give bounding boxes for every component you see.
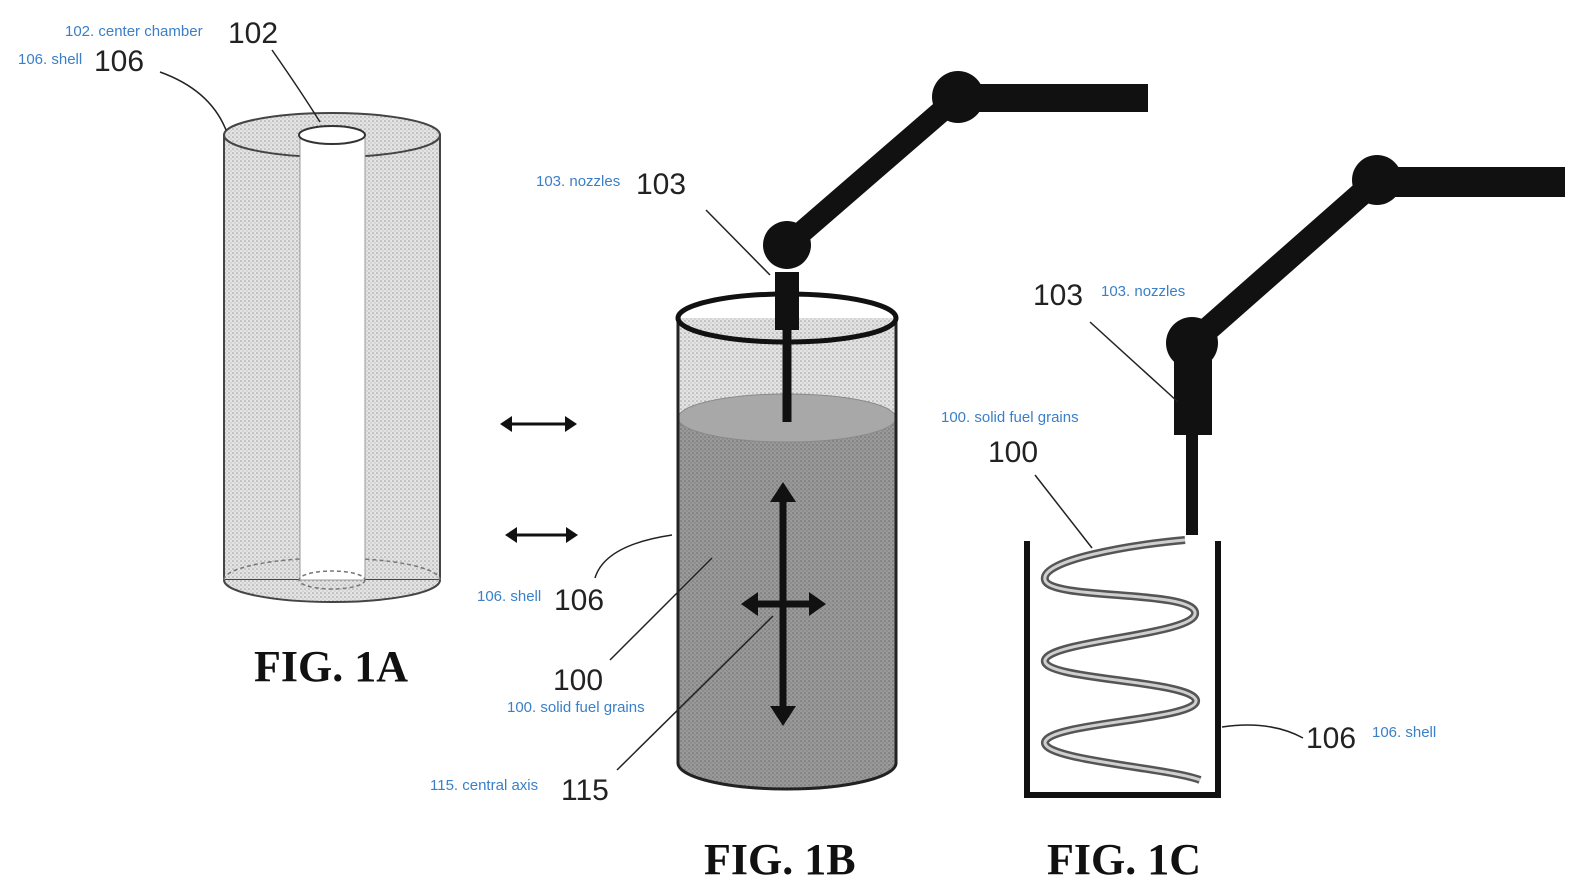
figure-caption-1a: FIG. 1A — [254, 642, 408, 691]
label-central-axis-1b: 115. central axis — [430, 777, 538, 794]
ref-100-1b: 100 — [553, 664, 603, 697]
label-center-chamber-1a: 102. center chamber — [65, 23, 203, 40]
ref-115-1b: 115 — [561, 774, 609, 807]
fig-1c-robot-arm — [1166, 155, 1565, 535]
label-nozzles-1b: 103. nozzles — [536, 173, 620, 190]
label-shell-1a: 106. shell — [18, 51, 82, 68]
ref-103-1b: 103 — [636, 168, 686, 201]
ref-106-1c: 106 — [1306, 722, 1356, 755]
fig-1c-leaders — [1034, 321, 1304, 739]
label-nozzles-1c: 103. nozzles — [1101, 283, 1185, 300]
fig-1b-robot-arm — [763, 71, 1148, 422]
label-shell-1b: 106. shell — [477, 588, 541, 605]
ref-106-1a: 106 — [94, 45, 144, 78]
figure-caption-1b: FIG. 1B — [704, 835, 856, 884]
double-arrow-lower — [505, 527, 578, 543]
fig-1c-container — [1024, 536, 1221, 798]
ref-102-1a: 102 — [228, 17, 278, 50]
figure-caption-1c: FIG. 1C — [1047, 835, 1201, 884]
fig-1b-leaders — [594, 209, 774, 771]
ref-103-1c: 103 — [1033, 279, 1083, 312]
ref-100-1c: 100 — [988, 436, 1038, 469]
label-solid-fuel-grains-1c: 100. solid fuel grains — [941, 409, 1079, 426]
ref-106-1b: 106 — [554, 584, 604, 617]
label-solid-fuel-grains-1b: 100. solid fuel grains — [507, 699, 645, 716]
fig-1a-cylinder — [159, 49, 441, 603]
label-shell-1c: 106. shell — [1372, 724, 1436, 741]
double-arrow-upper — [500, 416, 577, 432]
